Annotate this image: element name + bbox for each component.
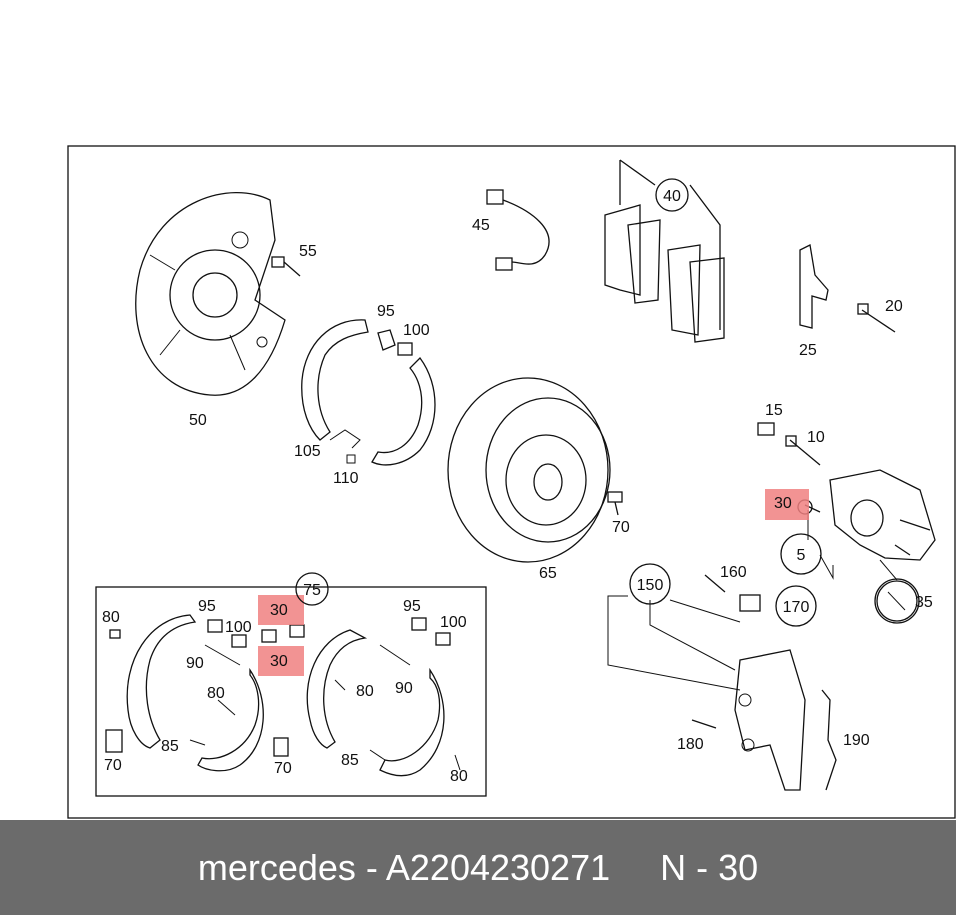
- label-70-top: 70: [612, 519, 630, 536]
- label-95-kit-b: 95: [403, 598, 421, 615]
- pin-160: [704, 574, 726, 593]
- rotor-65: [447, 377, 611, 563]
- bushing-170: [739, 594, 761, 612]
- circle-150: [629, 563, 671, 605]
- bolt-20: [857, 303, 896, 333]
- part-number-caption: mercedes - A2204230271 N - 30: [197, 846, 759, 888]
- bolt-70-top: [607, 491, 623, 516]
- bracket-180: [691, 649, 806, 791]
- label-55: 55: [299, 243, 317, 260]
- brake-parts-diagram: 40 45 55 50 95 100 105 110 20 25 15 10 3…: [67, 145, 956, 819]
- label-30-kit-top: 30: [270, 602, 288, 619]
- label-85-kit-a: 85: [161, 738, 179, 755]
- label-70-kit-b: 70: [274, 760, 292, 777]
- brake-shoes-105: [301, 319, 436, 466]
- footer-bar: mercedes - A2204230271 N - 30: [0, 820, 956, 915]
- label-65: 65: [539, 565, 557, 582]
- label-160: 160: [720, 564, 747, 581]
- diagram-frame: [67, 145, 956, 819]
- highlight-30-caliper: [765, 489, 809, 520]
- label-70-kit-a: 70: [104, 757, 122, 774]
- label-150: 150: [637, 577, 664, 594]
- label-40: 40: [663, 188, 681, 205]
- circle-5: [780, 533, 822, 575]
- backing-plate-50: [135, 192, 286, 396]
- kit-box-75: [95, 586, 487, 797]
- bleeder-10: [785, 435, 821, 466]
- label-30-kit-bottom: 30: [270, 653, 288, 670]
- leader-5: [807, 510, 834, 580]
- label-95-kit-a: 95: [198, 598, 216, 615]
- label-80-kit-d: 80: [450, 768, 468, 785]
- sensor-45: [486, 189, 550, 271]
- label-80-kit-a: 80: [102, 609, 120, 626]
- circle-35: [876, 580, 918, 622]
- clip-25: [799, 244, 829, 329]
- label-100-kit-a: 100: [225, 619, 252, 636]
- label-35: 35: [915, 594, 933, 611]
- label-180: 180: [677, 736, 704, 753]
- spring-190: [821, 689, 837, 791]
- brake-pads-40: [604, 159, 725, 343]
- circle-75: [295, 572, 329, 606]
- cap-15: [757, 422, 775, 436]
- wrench-35: [874, 559, 920, 624]
- kit-parts-75: [105, 614, 461, 777]
- label-10: 10: [807, 429, 825, 446]
- circle-40: [655, 178, 689, 212]
- label-30-caliper: 30: [774, 495, 792, 512]
- label-80-kit-c: 80: [356, 683, 374, 700]
- circle-170: [775, 585, 817, 627]
- leader-150: [607, 595, 741, 691]
- label-85-kit-b: 85: [341, 752, 359, 769]
- nut-95-top: [377, 329, 413, 356]
- label-170: 170: [783, 599, 810, 616]
- label-75: 75: [303, 582, 321, 599]
- label-5: 5: [797, 547, 806, 564]
- bolt-55: [271, 256, 301, 277]
- highlight-30-kit-top: [258, 595, 304, 625]
- label-80-kit-b: 80: [207, 685, 225, 702]
- label-105: 105: [294, 443, 321, 460]
- label-100-kit-b: 100: [440, 614, 467, 631]
- label-90-kit-b: 90: [395, 680, 413, 697]
- label-90-kit-a: 90: [186, 655, 204, 672]
- label-45: 45: [472, 217, 490, 234]
- caliper-5: [797, 469, 936, 561]
- label-95-top: 95: [377, 303, 395, 320]
- label-190: 190: [843, 732, 870, 749]
- label-15: 15: [765, 402, 783, 419]
- label-25: 25: [799, 342, 817, 359]
- label-50: 50: [189, 412, 207, 429]
- highlight-30-kit-bottom: [258, 646, 304, 676]
- label-100-top: 100: [403, 322, 430, 339]
- label-20: 20: [885, 298, 903, 315]
- label-110: 110: [333, 470, 359, 487]
